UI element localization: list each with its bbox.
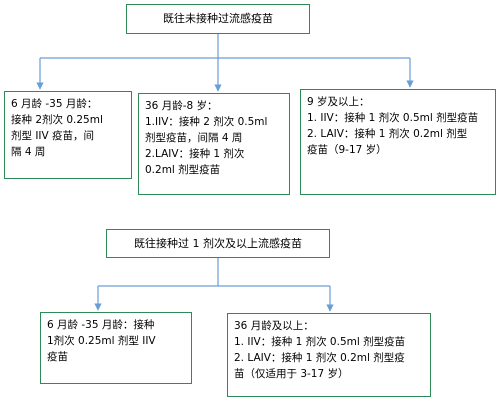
section1-title: 既往未接种过流感疫苗 (163, 12, 273, 25)
box-line: 2. LAIV：接种 1 剂次 0.2ml 剂型疫 (234, 352, 405, 364)
section1-box-6-35-months: 6 月龄 -35 月龄： 接种 2剂次 0.25ml 剂型 IIV 疫苗，间 隔… (4, 91, 132, 179)
box-line: 疫苗 (47, 351, 68, 363)
box-line: 疫苗（9-17 岁） (307, 144, 387, 156)
box-line: 1. IIV：接种 1 剂次 0.5ml 剂型疫苗 (234, 336, 406, 348)
box-line: 苗（仅适用于 3-17 岁） (234, 368, 349, 380)
section1-box-36-months-8-years: 36 月龄-8 岁： 1.IIV：接种 2 剂次 0.5ml 剂型疫苗，间隔 4… (138, 93, 290, 195)
box-line: 剂型 IIV 疫苗，间 (11, 130, 95, 142)
box-line: 1.IIV：接种 2 剂次 0.5ml (145, 116, 268, 128)
section1-title-box: 既往未接种过流感疫苗 (126, 4, 310, 34)
section2-title-box: 既往接种过 1 剂次及以上流感疫苗 (106, 229, 330, 258)
box-line: 剂型疫苗，间隔 4 周 (145, 132, 243, 144)
box-heading: 36 月龄及以上： (234, 320, 314, 332)
section2-box-36-months-up: 36 月龄及以上： 1. IIV：接种 1 剂次 0.5ml 剂型疫苗 2. L… (227, 313, 431, 397)
box-line: 1. IIV：接种 1 剂次 0.5ml 剂型疫苗 (307, 112, 479, 124)
box-line: 隔 4 周 (11, 146, 46, 158)
section1-box-9-years-up: 9 岁及以上： 1. IIV：接种 1 剂次 0.5ml 剂型疫苗 2. LAI… (300, 89, 496, 195)
box-line: 0.2ml 剂型疫苗 (145, 164, 221, 176)
box-line: 2.LAIV：接种 1 剂次 (145, 148, 245, 160)
box-heading: 6 月龄 -35 月龄：接种 (47, 319, 155, 331)
section2-box-6-35-months: 6 月龄 -35 月龄：接种 1剂次 0.25ml 剂型 IIV 疫苗 (40, 312, 192, 384)
section2-title: 既往接种过 1 剂次及以上流感疫苗 (134, 237, 302, 250)
box-line: 1剂次 0.25ml 剂型 IIV (47, 335, 156, 347)
box-line: 接种 2剂次 0.25ml (11, 114, 103, 126)
box-heading: 6 月龄 -35 月龄： (11, 98, 98, 110)
box-heading: 9 岁及以上： (307, 96, 370, 108)
box-heading: 36 月龄-8 岁： (145, 100, 218, 112)
box-line: 2. LAIV：接种 1 剂次 0.2ml 剂型 (307, 128, 468, 140)
